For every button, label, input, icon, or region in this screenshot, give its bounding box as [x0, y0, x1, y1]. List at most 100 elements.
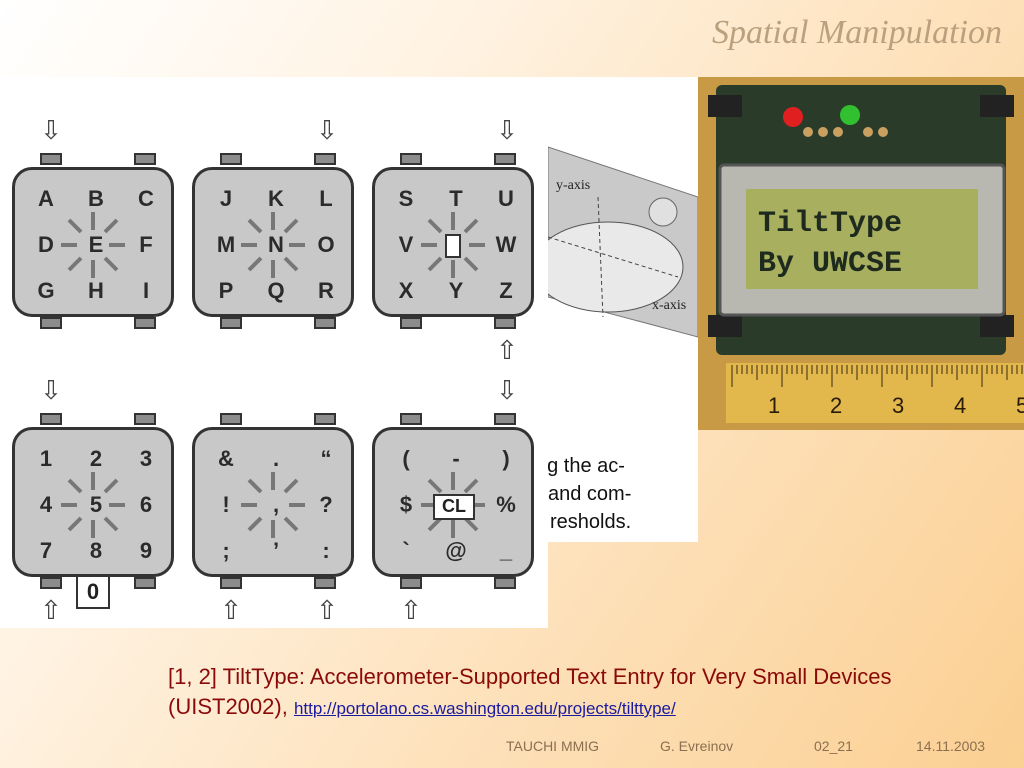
x-axis-label: x-axis [652, 298, 686, 313]
tilt-diagram-panel: y-axis x-axis ng the ac- and com- reshol… [548, 77, 698, 542]
keypad-key-label: K [268, 186, 284, 211]
keypad-key-label: 3 [139, 446, 153, 471]
keypad-tab [220, 153, 242, 165]
y-axis-label: y-axis [556, 178, 590, 193]
keypad-key-label: , [272, 492, 280, 517]
footer-slide-number: 02_21 [814, 738, 853, 754]
keypad-tab [314, 317, 336, 329]
keypad-tab [134, 153, 156, 165]
ruler-mark: 1 [768, 393, 780, 418]
keypad-key-label: “ [320, 446, 332, 471]
keypad-key-label: X [398, 278, 414, 303]
keypad-key-label: V [398, 232, 414, 257]
down-arrow-icon: ⇩ [496, 375, 518, 405]
down-arrow-icon: ⇩ [496, 115, 518, 145]
tilt-direction-arrows [241, 212, 305, 278]
down-arrow-icon: ⇩ [316, 115, 338, 145]
up-arrow-icon: ⇧ [316, 595, 338, 625]
keypad-key-label: ; [222, 538, 230, 563]
keypad-key-label: 7 [39, 538, 53, 563]
citation-link[interactable]: http://portolano.cs.washington.edu/proje… [293, 699, 676, 718]
keypad-key-label: S [398, 186, 414, 211]
keypad-key-label: F [139, 232, 153, 257]
keypad-key-label: ` [402, 538, 410, 563]
zero-key: 0 [76, 575, 110, 609]
lcd-line-1: TiltType [758, 207, 902, 241]
down-arrow-icon: ⇩ [40, 115, 62, 145]
keypad-tab [220, 577, 242, 589]
keypad-key-label: L [319, 186, 333, 211]
keypad-tab [494, 317, 516, 329]
caption-fragment: resholds. [550, 511, 632, 533]
keypad-tab [220, 317, 242, 329]
up-arrow-icon: ⇧ [220, 595, 242, 625]
up-arrow-icon: ⇧ [40, 595, 62, 625]
keypad-tab [494, 577, 516, 589]
keypad-key-label: Z [499, 278, 513, 303]
keypad-key-label: ) [502, 446, 510, 471]
keypad-key-label: 2 [89, 446, 103, 471]
keypad-key-label: P [218, 278, 234, 303]
tilt-direction-arrows [241, 472, 305, 538]
keypad-key-label: . [272, 446, 280, 471]
tilt-direction-arrows [421, 212, 485, 278]
footer-org: TAUCHI MMIG [506, 738, 600, 754]
tilt-direction-arrows [61, 472, 125, 538]
ruler-mark: 5 [1016, 393, 1024, 418]
keypad-key-label: I [142, 278, 150, 303]
tilt-direction-arrows [61, 212, 125, 278]
keypad-key-label: ! [222, 492, 230, 517]
keypad-tab [314, 153, 336, 165]
keypad: &. “!,?; ’: [192, 427, 354, 577]
keypad-key-label: B [88, 186, 104, 211]
ruler-mark: 2 [830, 393, 842, 418]
keypad-key-label: 8 [89, 538, 103, 563]
citation: [1, 2] TiltType: Accelerometer-Supported… [168, 662, 948, 724]
keypad-key-label: W [495, 232, 517, 257]
keypad-key-label: H [88, 278, 104, 303]
keypad-key-label: ’ [272, 538, 280, 563]
keypad-key-label: & [218, 446, 234, 471]
keypad-key-label: 1 [39, 446, 53, 471]
keypad-key-label: U [498, 186, 514, 211]
keypad-tab [40, 413, 62, 425]
keypad-key-label: 9 [139, 538, 153, 563]
keypad-key-label: 4 [39, 492, 53, 517]
keypad-key-label: A [38, 186, 54, 211]
keypad-key-label: N [268, 232, 284, 257]
keypad-key-label: R [318, 278, 334, 303]
keypad-key-label: _ [499, 538, 513, 563]
ruler-mark: 3 [892, 393, 904, 418]
keypad-key-label: T [449, 186, 463, 211]
keypad-key-label: O [317, 232, 335, 257]
keypad-center-key [445, 234, 461, 258]
up-arrow-icon: ⇧ [496, 335, 518, 365]
keypad-key-label: M [216, 232, 236, 257]
ruler-mark: 4 [954, 393, 966, 418]
tilt-direction-arrows [421, 472, 485, 538]
keypad-tab [40, 317, 62, 329]
citation-text: [1, 2] TiltType: Accelerometer-Supported… [168, 664, 892, 719]
keypad-tab [400, 413, 422, 425]
keypad-key-label: ? [319, 492, 333, 517]
keypad-tab [314, 577, 336, 589]
keypad: (-)$CL%`@_ [372, 427, 534, 577]
caption-fragment: ng the ac- [548, 455, 625, 477]
keypad-center-key: CL [433, 494, 475, 520]
footer-date: 14.11.2003 [916, 738, 986, 754]
keypad-key-label: J [219, 186, 233, 211]
keypad-key-label: : [322, 538, 330, 563]
device-illustration: TiltType By UWCSE 1 2 3 4 5 [698, 77, 1024, 430]
keypad-tab [400, 577, 422, 589]
keypad-key-label: $ [399, 492, 413, 517]
keypad-key-label: 5 [89, 492, 103, 517]
device-photo: TiltType By UWCSE 1 2 3 4 5 [698, 77, 1024, 430]
keypad-key-label: D [38, 232, 54, 257]
slide-title: Spatial Manipulation [712, 14, 1002, 51]
lcd-line-2: By UWCSE [758, 247, 902, 281]
keypad-tab [134, 577, 156, 589]
